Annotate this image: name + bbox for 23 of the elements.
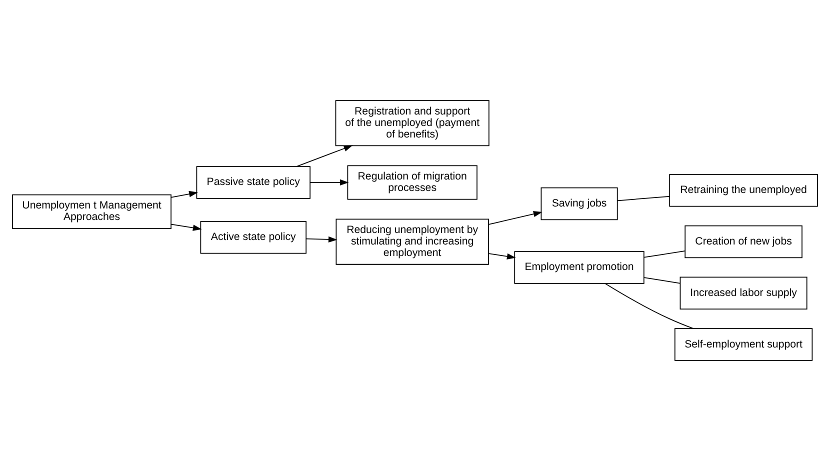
arrow xyxy=(306,236,338,242)
connector xyxy=(644,250,686,258)
arrow xyxy=(488,252,516,259)
node-box: Reducing unemployment by stimulating and increasing employment xyxy=(336,218,489,264)
arrow xyxy=(488,210,542,224)
node-box: Self-employment support xyxy=(674,328,813,360)
connector xyxy=(617,195,670,201)
arrow xyxy=(170,223,202,230)
node-box: Creation of new jobs xyxy=(684,224,802,258)
arrow xyxy=(310,178,349,186)
node-box: Increased labor supply xyxy=(680,276,808,310)
node-box: Registration and support of the unemployed (payment of benefits) xyxy=(335,100,490,146)
node-box: Passive state policy xyxy=(196,166,310,198)
connector xyxy=(644,276,680,284)
arrow xyxy=(296,144,353,166)
node-box: Retraining the unemployed xyxy=(669,174,818,206)
node-box: Unemploymen t Management Approaches xyxy=(12,194,172,228)
node-box: Employment promotion xyxy=(514,250,644,284)
connector xyxy=(604,282,694,328)
node-box: Saving jobs xyxy=(540,186,618,220)
node-box: Regulation of migration processes xyxy=(347,164,478,200)
arrow xyxy=(170,190,198,198)
node-box: Active state policy xyxy=(200,220,307,254)
